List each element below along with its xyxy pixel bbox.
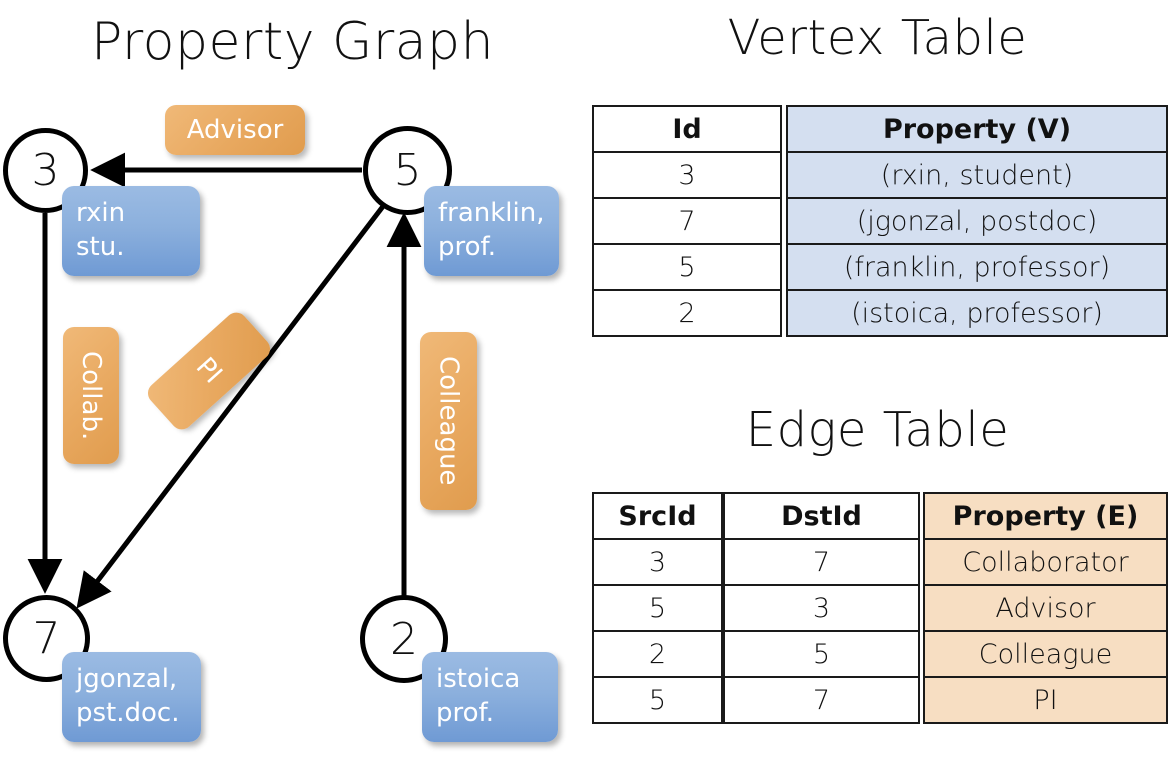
node-property-line-1: franklin,: [438, 198, 545, 228]
table-row: PI: [923, 676, 1168, 724]
vertex-cell-id: 3: [592, 151, 782, 199]
edge-label-colleague: Colleague: [420, 332, 477, 510]
table-row: 5: [592, 676, 723, 724]
edge-label-collab-text: Collab.: [76, 350, 106, 441]
edge-table-dstid-column: DstId 7 3 5 7: [723, 492, 920, 724]
edge-cell-srcid: 5: [592, 584, 723, 632]
edge-label-collab: Collab.: [63, 327, 119, 464]
page-title-edge-table: Edge Table: [745, 402, 1010, 458]
edge-cell-srcid: 3: [592, 538, 723, 586]
table-row: (rxin, student): [786, 151, 1168, 199]
node-property-box-jgonzal: jgonzal, pst.doc.: [62, 652, 201, 742]
vertex-header-id: Id: [592, 105, 782, 153]
vertex-cell-property: (rxin, student): [786, 151, 1168, 199]
table-row: 2: [592, 630, 723, 678]
node-property-box-franklin: franklin, prof.: [424, 186, 559, 276]
table-row: 2: [592, 289, 782, 337]
page-title-vertex-table: Vertex Table: [727, 10, 1028, 66]
edge-5-to-7-pi: [76, 203, 386, 609]
vertex-header-property: Property (V): [786, 105, 1168, 153]
property-graph-diagram: 3 5 7 2 rxin stu. franklin, prof. jgonza…: [3, 105, 559, 742]
table-row: 7: [723, 538, 920, 586]
vertex-cell-property: (franklin, professor): [786, 243, 1168, 291]
table-row: 3: [723, 584, 920, 632]
table-row: 7: [723, 676, 920, 724]
edge-cell-dstid: 7: [723, 676, 920, 724]
edge-label-advisor: Advisor: [165, 105, 305, 155]
vertex-cell-id: 2: [592, 289, 782, 337]
edge-label-colleague-text: Colleague: [433, 356, 464, 486]
edge-header-property: Property (E): [923, 492, 1168, 540]
edge-cell-dstid: 7: [723, 538, 920, 586]
edge-cell-srcid: 2: [592, 630, 723, 678]
table-header-row: Property (E): [923, 492, 1168, 540]
edge-cell-dstid: 5: [723, 630, 920, 678]
graph-node-2[interactable]: 2: [360, 595, 448, 683]
table-row: (franklin, professor): [786, 243, 1168, 291]
vertex-table-property-column: Property (V) (rxin, student) (jgonzal, p…: [786, 105, 1168, 337]
edge-cell-property: Collaborator: [923, 538, 1168, 586]
table-row: (jgonzal, postdoc): [786, 197, 1168, 245]
table-row: Collaborator: [923, 538, 1168, 586]
table-header-row: Property (V): [786, 105, 1168, 153]
edge-cell-property: Advisor: [923, 584, 1168, 632]
edge-cell-property: PI: [923, 676, 1168, 724]
table-row: 5: [592, 584, 723, 632]
vertex-cell-id: 7: [592, 197, 782, 245]
edge-label-pi-text: PI: [190, 352, 228, 390]
node-property-box-rxin: rxin stu.: [62, 186, 200, 276]
edge-table-srcid-column: SrcId 3 5 2 5: [592, 492, 723, 724]
edge-header-dstid: DstId: [723, 492, 920, 540]
table-row: 3: [592, 538, 723, 586]
table-row: Colleague: [923, 630, 1168, 678]
node-property-line-1: istoica: [436, 664, 521, 694]
edge-cell-dstid: 3: [723, 584, 920, 632]
table-header-row: SrcId: [592, 492, 723, 540]
vertex-table-id-column: Id 3 7 5 2: [592, 105, 782, 337]
vertex-cell-id: 5: [592, 243, 782, 291]
table-row: 5: [723, 630, 920, 678]
node-property-line-2: stu.: [76, 232, 125, 263]
page-title-property-graph: Property Graph: [90, 12, 495, 72]
edge-cell-property: Colleague: [923, 630, 1168, 678]
node-property-line-1: rxin: [76, 198, 126, 228]
table-header-row: Id: [592, 105, 782, 153]
table-row: 3: [592, 151, 782, 199]
table-row: 7: [592, 197, 782, 245]
edge-header-srcid: SrcId: [592, 492, 723, 540]
table-row: (istoica, professor): [786, 289, 1168, 337]
edge-table-property-column: Property (E) Collaborator Advisor Collea…: [923, 492, 1168, 724]
graph-edges-svg: [27, 152, 422, 609]
edge-cell-srcid: 5: [592, 676, 723, 724]
node-property-line-2: pst.doc.: [76, 698, 180, 729]
node-property-line-2: prof.: [438, 232, 497, 263]
node-property-line-2: prof.: [436, 698, 495, 729]
vertex-cell-property: (istoica, professor): [786, 289, 1168, 337]
node-property-box-istoica: istoica prof.: [422, 652, 558, 742]
node-property-line-1: jgonzal,: [76, 664, 178, 694]
vertex-cell-property: (jgonzal, postdoc): [786, 197, 1168, 245]
table-row: Advisor: [923, 584, 1168, 632]
table-row: 5: [592, 243, 782, 291]
table-header-row: DstId: [723, 492, 920, 540]
